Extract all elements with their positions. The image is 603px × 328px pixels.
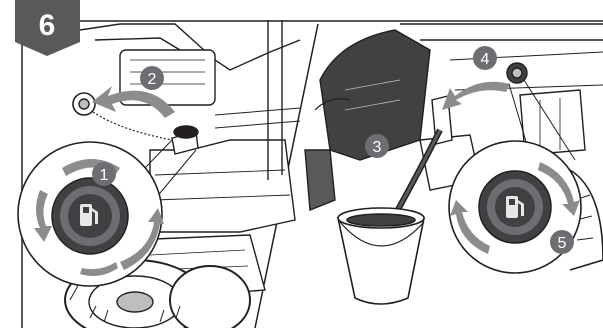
step-number: 6 (39, 9, 56, 42)
callout-4: 4 (473, 46, 497, 70)
callout-5-label: 5 (558, 235, 567, 252)
callout-1: 1 (92, 162, 116, 186)
oil-bucket (338, 208, 424, 304)
callout-3: 3 (365, 134, 389, 158)
callout-3-label: 3 (373, 139, 382, 156)
callout-5: 5 (550, 230, 574, 254)
callout-2: 2 (140, 66, 164, 90)
callout-1-label: 1 (100, 167, 109, 184)
arrow-remove-drain-cap (442, 82, 510, 110)
callout-4-label: 4 (481, 51, 490, 68)
zoom-circle-left (18, 142, 164, 286)
callout-2-label: 2 (148, 71, 157, 88)
step-badge: 6 (15, 0, 80, 56)
